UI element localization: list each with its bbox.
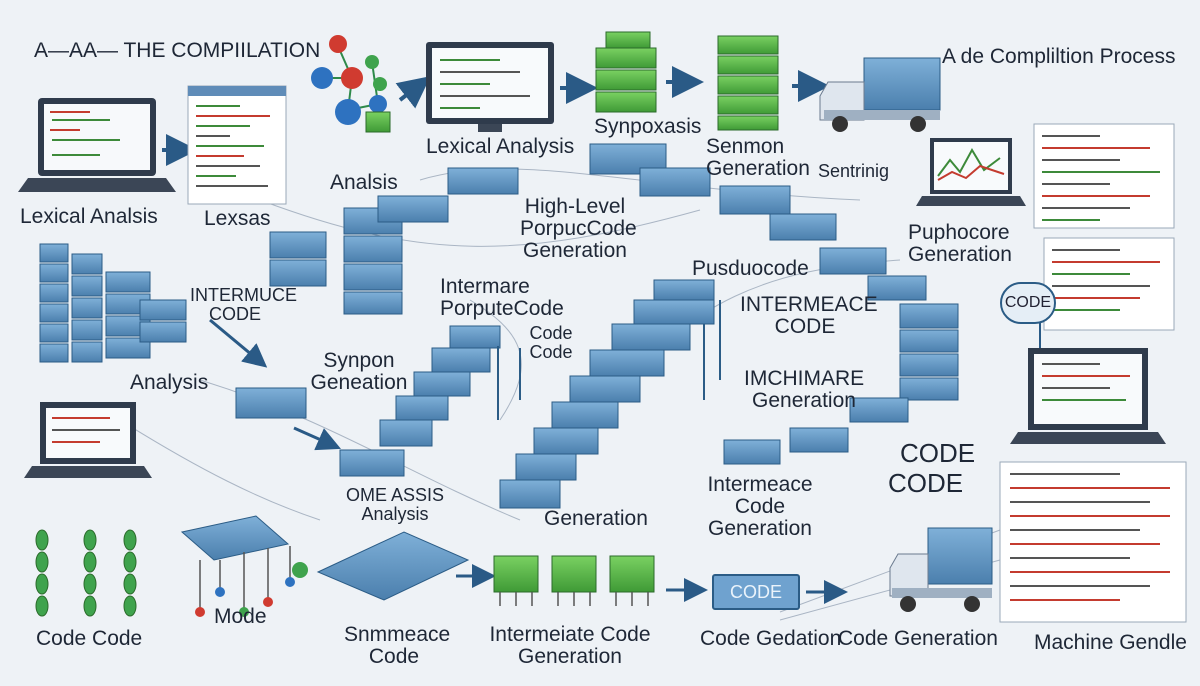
block-chain-upper (269, 143, 959, 401)
laptop-left-icon (24, 402, 152, 478)
label-snmmeace-code: Snmmeace Code (344, 623, 451, 669)
laptop-icon (18, 98, 176, 192)
circuit-board-icon (180, 515, 308, 617)
code-sheet-right-mid (1043, 237, 1175, 331)
label-lexical-analysis-top: Lexical Analysis (426, 135, 575, 158)
node-graph-icon (311, 35, 391, 133)
label-intermuce-code: INTERMUCE CODE (190, 285, 297, 324)
label-senmon-generation: Senmon Generation (706, 135, 810, 181)
label-sentrinig: Sentrinig (818, 161, 890, 181)
code-round-badge: CODE (1000, 282, 1056, 324)
truck-icon (819, 57, 941, 132)
label-intermeace-code-generation: Intermeace Code Generation (707, 473, 813, 541)
label-analsis: Analsis (330, 171, 398, 194)
label-code-gedation: Code Gedation (700, 627, 842, 650)
label-synpon-generation: Synpon Geneation (310, 349, 408, 395)
staircase-left (379, 325, 501, 447)
server-stack-icon (717, 35, 779, 131)
label-pusduocode: Pusduocode (692, 257, 809, 280)
staircase-right (499, 279, 715, 509)
diagram-title-right: A de Compliltion Process (942, 45, 1176, 68)
label-lexsas: Lexsas (204, 207, 271, 230)
code-sheet-icon (1033, 123, 1175, 229)
label-generation-mid: Generation (544, 507, 648, 530)
green-chain-icon (35, 529, 137, 617)
laptop-right-icon (1010, 348, 1166, 444)
label-puphocore-generation: Puphocore Generation (908, 221, 1012, 267)
label-lexical-analysis-left: Lexical Analsis (20, 205, 158, 228)
diagram-title: A—AA— THE COMPIILATION (34, 39, 321, 62)
label-intermeace-code: INTERMEACE CODE (740, 293, 878, 339)
block-stack-left (39, 243, 187, 363)
truck-bottom-icon (889, 527, 993, 612)
block-mid (235, 387, 909, 477)
label-code-code-mid: Code Code (529, 323, 573, 362)
label-machine-gendle: Machine Gendle (1034, 631, 1187, 654)
code-sheet-bottom-right (999, 461, 1187, 623)
monitor-icon (426, 42, 554, 132)
label-high-level: High-Level PorpucCode Generation (520, 195, 637, 263)
label-code-big: CODE (900, 438, 976, 468)
chart-laptop-icon (916, 138, 1026, 206)
label-intermeiate-code-generation: Intermeiate Code Generation (489, 623, 651, 669)
label-code-generation: Code Generation (838, 627, 998, 650)
label-code-code-bottom: Code Code (36, 627, 143, 650)
label-ome-assis: OME ASSIS Analysis (345, 485, 445, 524)
green-chips-icon (493, 555, 655, 606)
label-code-big-2: CODE (888, 468, 964, 498)
code-box: CODE (712, 574, 800, 610)
label-mode: Mode (214, 605, 267, 628)
label-imchimare-generation: IMCHIMARE Generation (744, 367, 865, 413)
code-listing-icon (187, 85, 287, 205)
label-synpoxasis: Synpoxasis (594, 115, 702, 138)
label-analysis-left: Analysis (130, 371, 209, 394)
label-intermare-porputecode: Intermare PorputeCode (440, 275, 564, 321)
green-stack-icon (595, 31, 657, 113)
keyboard-slab-icon (316, 531, 470, 601)
